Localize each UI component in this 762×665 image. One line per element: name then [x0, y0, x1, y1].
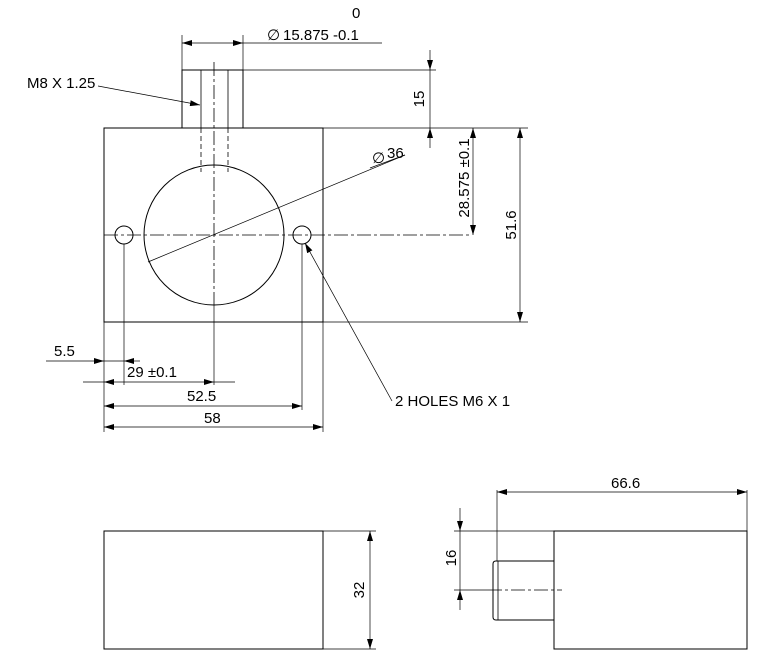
dim-bore-height: 28.575 ±0.1 [456, 128, 476, 235]
shaft-height-label: 16 [443, 550, 460, 567]
dim-block-width: 58 [104, 410, 323, 430]
block-side-outline [553, 530, 748, 650]
block-bottom-outline [103, 530, 324, 650]
mounting-holes-label: 2 HOLES M6 X 1 [395, 393, 510, 410]
shaft-length-label: 15 [411, 91, 428, 108]
dim-shaft-length: 15 [411, 50, 433, 148]
side-view: 66.6 16 [443, 475, 748, 650]
dim-hole-edge-offset: 5.5 [46, 343, 140, 364]
dim-block-height: 51.6 [503, 128, 523, 322]
block-width-label: 58 [204, 410, 221, 427]
block-height-label: 51.6 [503, 210, 520, 239]
hole-spacing-label: 52.5 [187, 388, 216, 405]
bore-center-x-label: 29 ±0.1 [127, 364, 177, 381]
callout-thread-shaft: M8 X 1.25 [27, 75, 201, 107]
shaft-tolerance-upper: 0 [352, 5, 360, 22]
dim-shaft-diameter: 0 ∅ 15.875 -0.1 [182, 5, 382, 46]
front-view [103, 62, 470, 323]
thread-shaft-label: M8 X 1.25 [27, 75, 95, 92]
dim-hole-spacing: 52.5 [104, 388, 302, 409]
block-depth-label: 32 [351, 582, 368, 599]
bore-diameter-label: 36 [387, 145, 404, 162]
shaft-side-outline [492, 560, 554, 621]
bore-diameter-leader [369, 154, 406, 169]
bore-height-label: 28.575 ±0.1 [456, 138, 473, 217]
shaft-outline [181, 69, 244, 129]
callout-mounting-holes: 2 HOLES M6 X 1 [304, 242, 510, 410]
shaft-diameter-symbol: ∅ [267, 27, 280, 44]
hole-edge-offset-label: 5.5 [54, 343, 75, 360]
bottom-view: 32 [103, 530, 376, 650]
dim-bore-center-x: 29 ±0.1 [83, 364, 235, 385]
shaft-diameter-label: 15.875 -0.1 [283, 27, 359, 44]
block-outline [103, 127, 324, 323]
overall-length-label: 66.6 [611, 475, 640, 492]
bore-diameter-symbol: ∅ [372, 150, 385, 167]
dim-bore-diameter: ∅ 36 [372, 145, 404, 167]
bore-diameter-leader [147, 154, 406, 263]
extension-lines [103, 35, 528, 432]
